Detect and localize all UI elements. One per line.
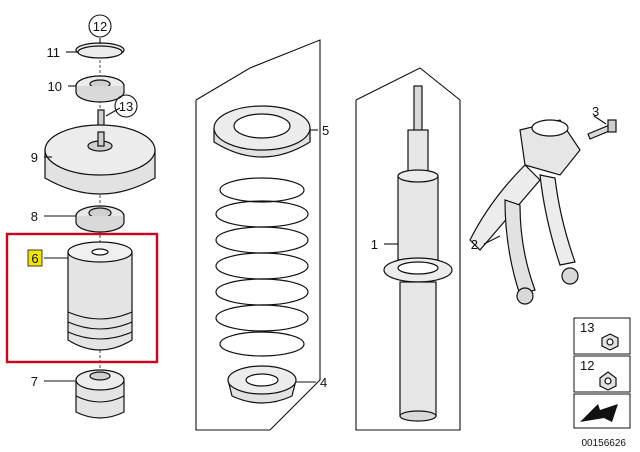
spring-frame — [195, 39, 321, 431]
leader-lines — [44, 38, 607, 383]
washer-icon — [599, 371, 617, 391]
highlight-box — [5, 232, 159, 364]
callout-3: 3 — [592, 104, 599, 119]
protective-boot-part-6 — [67, 241, 133, 351]
mount-part-8 — [75, 205, 125, 233]
callout-6: 6 — [31, 251, 38, 266]
callouts: 12 11 10 13 9 8 6 7 5 4 1 2 3 — [27, 14, 599, 390]
callout-10: 10 — [48, 79, 62, 94]
coil-spring — [215, 177, 309, 357]
wrench-arrow-icon — [580, 404, 618, 422]
legend-label-12: 12 — [580, 358, 594, 373]
callout-13: 13 — [119, 99, 133, 114]
diagram-number: 00156626 — [582, 438, 627, 449]
callout-9: 9 — [31, 150, 38, 165]
bolt-part-3 — [587, 119, 617, 140]
carrier-part-2 — [469, 119, 581, 305]
callout-4: 4 — [320, 375, 327, 390]
legend-label-13: 13 — [580, 320, 594, 335]
shock-absorber-part-1 — [383, 85, 453, 422]
callout-7: 7 — [31, 374, 38, 389]
nut-icon — [601, 333, 619, 351]
legend-panel: 13 12 — [573, 317, 631, 429]
bearing-part-10 — [75, 75, 125, 103]
callout-8: 8 — [31, 209, 38, 224]
callout-2: 2 — [471, 237, 478, 252]
spring-pad-part-4 — [227, 365, 297, 404]
callout-1: 1 — [371, 237, 378, 252]
nut-part-11 — [77, 45, 123, 59]
callout-12: 12 — [93, 19, 107, 34]
spring-pad-part-5 — [213, 105, 311, 158]
bump-stop-part-7 — [75, 369, 125, 419]
strut-mount-part-9 — [44, 124, 156, 195]
shock-frame — [355, 67, 461, 431]
callout-5: 5 — [322, 123, 329, 138]
callout-11: 11 — [47, 45, 61, 60]
